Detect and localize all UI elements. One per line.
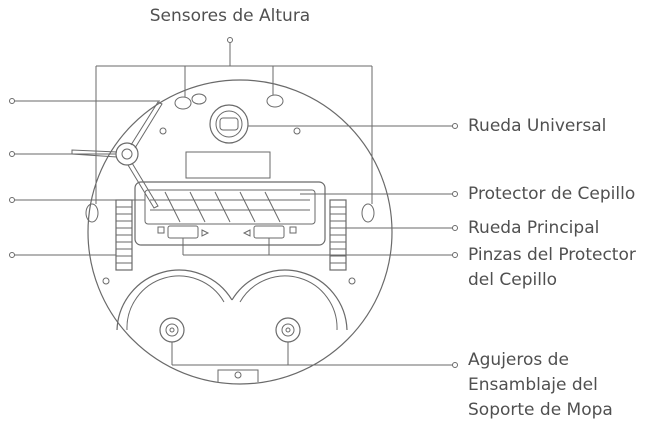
brush-guard — [134, 181, 326, 246]
label-brush-guard-clips-1: Pinzas del Protector — [468, 245, 636, 265]
leader-height-sensors — [95, 37, 373, 204]
label-mop-mount-holes-1: Agujeros de — [468, 350, 569, 370]
label-universal-wheel: Rueda Universal — [468, 116, 607, 136]
leader-left-side — [9, 98, 160, 258]
mop-mount-right — [231, 269, 348, 343]
height-sensor-middle — [191, 93, 207, 105]
label-main-wheel: Rueda Principal — [468, 218, 600, 238]
universal-wheel — [209, 104, 249, 144]
height-sensor-left — [174, 96, 192, 110]
side-brush — [71, 101, 163, 209]
label-mop-mount-holes-3: Soporte de Mopa — [468, 400, 613, 420]
bottom-notch — [217, 369, 259, 382]
main-wheel-left — [115, 199, 133, 271]
brush-guard-clips — [157, 225, 297, 239]
label-brush-guard: Protector de Cepillo — [468, 184, 636, 204]
label-brush-guard-clips-2: del Cepillo — [468, 270, 558, 290]
height-sensor-right-side — [361, 203, 375, 223]
leader-right-side — [171, 123, 458, 368]
dust-bin-panel — [185, 151, 271, 179]
label-mop-mount-holes-2: Ensamblaje del — [468, 375, 598, 395]
screws — [102, 127, 356, 379]
label-height-sensors: Sensores de Altura — [149, 6, 311, 26]
main-wheel-right — [329, 199, 347, 271]
height-sensor-left-side — [85, 203, 99, 223]
robot-body-outline — [87, 79, 393, 385]
mop-mount-left — [116, 269, 233, 343]
height-sensor-right — [266, 94, 284, 108]
